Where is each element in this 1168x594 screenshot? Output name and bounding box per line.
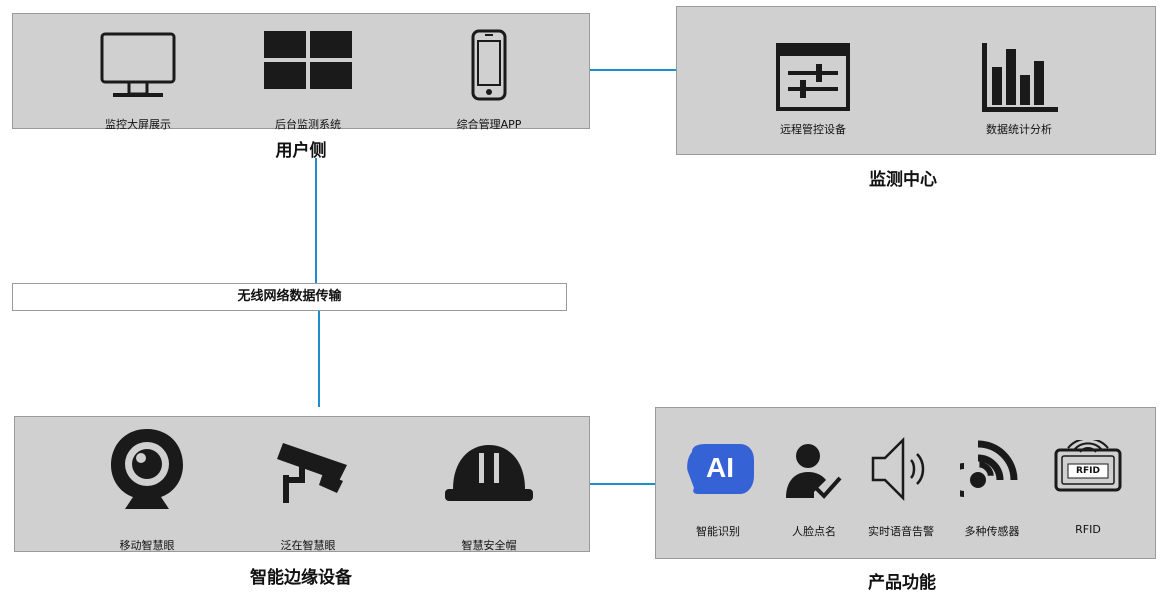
edge-item-label-1: 泛在智慧眼 xyxy=(280,539,336,552)
network-transmission-bar: 无线网络数据传输 xyxy=(12,283,567,311)
edge-devices-panel: 移动智慧眼 泛在智慧眼 智慧安全帽 xyxy=(14,416,590,552)
webcam-icon xyxy=(111,429,183,509)
phone-icon xyxy=(471,29,507,101)
connector-network-edge xyxy=(318,311,320,407)
control-panel-icon xyxy=(776,43,850,111)
edge-devices-title: 智能边缘设备 xyxy=(250,568,352,588)
monitor-center-title: 监测中心 xyxy=(869,170,937,190)
product-item-label-4: RFID xyxy=(1075,523,1101,536)
edge-item-label-0: 移动智慧眼 xyxy=(119,539,175,552)
product-item-label-1: 人脸点名 xyxy=(792,525,836,538)
connector-user-monitor xyxy=(590,69,676,71)
user-side-panel: 监控大屏展示 后台监测系统 综合管理APP xyxy=(12,13,590,131)
user-side-title: 用户侧 xyxy=(275,141,327,161)
wireless-signal-icon xyxy=(960,440,1018,497)
ai-icon: AI xyxy=(684,442,756,496)
hardhat-icon xyxy=(445,445,533,501)
grid-icon xyxy=(264,31,352,89)
product-features-title: 产品功能 xyxy=(868,573,936,593)
monitor-center-panel: 远程管控设备 数据统计分析 xyxy=(676,6,1156,155)
speaker-icon xyxy=(871,436,925,502)
user-item-label-2: 综合管理APP xyxy=(456,118,522,131)
user-item-label-0: 监控大屏展示 xyxy=(105,118,171,131)
monitor-item-label-0: 远程管控设备 xyxy=(780,123,846,136)
ai-badge-text: AI xyxy=(706,452,734,483)
monitor-icon xyxy=(100,32,176,97)
product-features-panel: AI 智能识别 人脸点名 实时语音告警 多种传感器 RFID RFID xyxy=(655,407,1156,559)
rfid-icon: RFID xyxy=(1054,437,1122,494)
person-check-icon xyxy=(786,444,842,499)
product-item-label-0: 智能识别 xyxy=(696,525,740,538)
connector-edge-product xyxy=(590,483,655,485)
rfid-badge-text: RFID xyxy=(1076,466,1100,476)
product-item-label-3: 多种传感器 xyxy=(964,525,1020,538)
cctv-camera-icon xyxy=(277,443,347,503)
user-item-label-1: 后台监测系统 xyxy=(275,118,341,131)
connector-user-network xyxy=(315,158,317,283)
bar-chart-icon xyxy=(982,43,1058,112)
monitor-item-label-1: 数据统计分析 xyxy=(986,123,1052,136)
edge-item-label-2: 智慧安全帽 xyxy=(461,539,517,552)
product-item-label-2: 实时语音告警 xyxy=(868,525,934,538)
